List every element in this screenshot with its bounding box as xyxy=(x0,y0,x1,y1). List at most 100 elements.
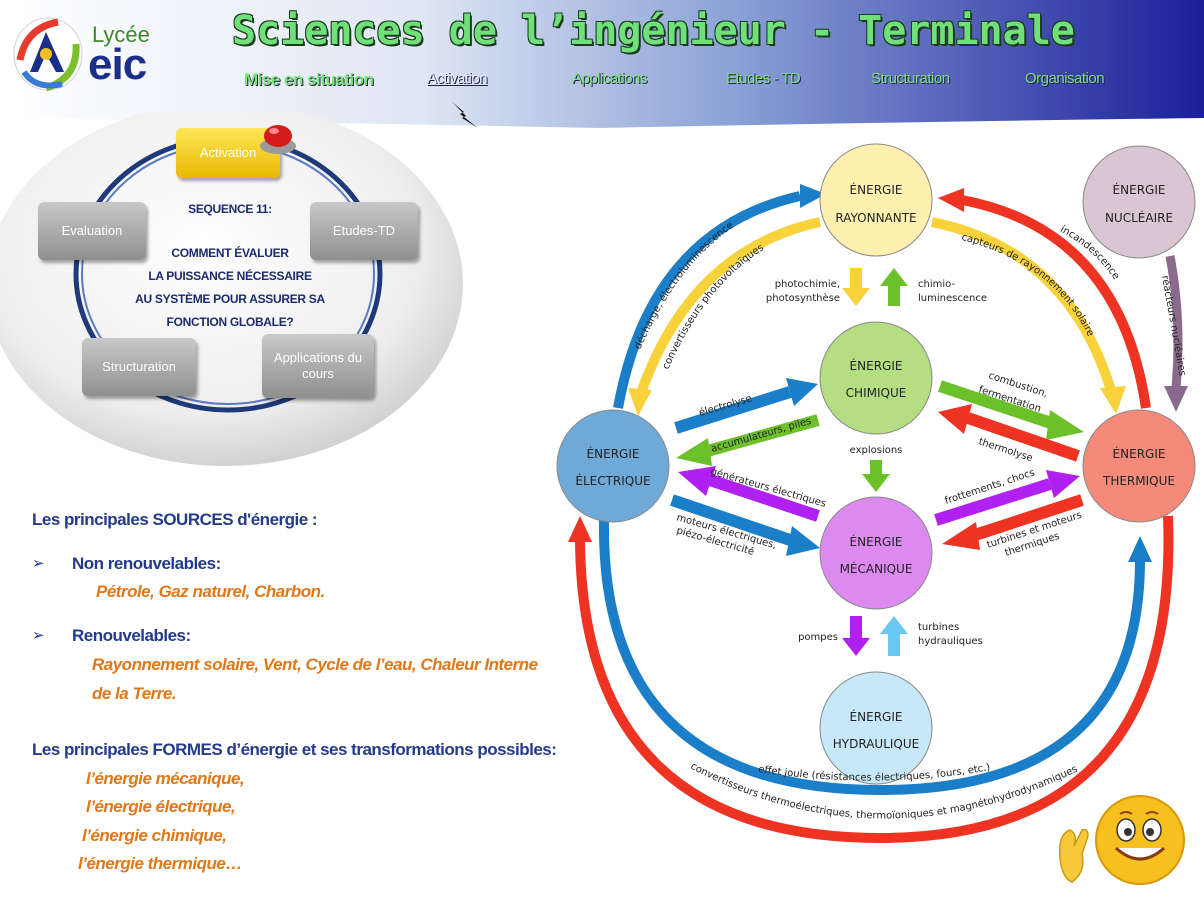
arrow-head xyxy=(938,404,972,434)
nav-activation[interactable]: Activation xyxy=(427,70,488,87)
arrow-head xyxy=(678,466,716,496)
node-electrique xyxy=(556,409,670,523)
arrow-head xyxy=(568,516,592,542)
arrow-head xyxy=(942,522,980,550)
question-line-3: AU SYSTÈME POUR ASSURER SA xyxy=(135,292,325,306)
arrow-frottements xyxy=(934,478,1052,526)
arrow-capteurs xyxy=(931,217,1117,396)
waving-smiley-icon xyxy=(1058,795,1185,885)
sources-heading: Les principales SOURCES d'énergie : xyxy=(32,510,318,529)
arrow-head xyxy=(1164,386,1188,412)
label-hydrauliques: hydrauliques xyxy=(918,636,983,647)
arrow-accumulateurs xyxy=(702,414,820,458)
forms-heading: Les principales FORMES d’énergie et ses … xyxy=(32,740,557,759)
form-item: l’énergie mécanique, xyxy=(86,769,245,788)
node-label: ÉNERGIE xyxy=(1113,446,1166,461)
question-line-1: COMMENT ÉVALUER xyxy=(171,246,289,260)
node-label: RAYONNANTE xyxy=(835,211,916,225)
arrow-head xyxy=(1046,410,1084,440)
label-pompes: pompes xyxy=(798,632,838,643)
arrow-generateurs xyxy=(708,474,820,522)
node-mecanique xyxy=(819,496,933,610)
node-label: ÉNERGIE xyxy=(850,709,903,724)
label-photochimie: photochimie, xyxy=(775,279,840,290)
arrow-head xyxy=(786,378,818,406)
logo-icon xyxy=(13,17,83,92)
label-luminescence: luminescence xyxy=(918,293,987,304)
red-button-icon xyxy=(260,125,296,154)
nav-organisation[interactable]: Organisation xyxy=(1025,70,1105,87)
cycle-item-evaluation[interactable]: Evaluation xyxy=(38,202,146,260)
arrow-head xyxy=(676,438,712,466)
arrow-head xyxy=(1128,536,1152,562)
arrow-incandescence xyxy=(961,195,1151,409)
node-thermique xyxy=(1082,409,1196,523)
node-label: THERMIQUE xyxy=(1102,474,1175,488)
label-photovoltaiques: convertisseurs photovoltaïques xyxy=(661,242,766,371)
arrow-thermoelectrique xyxy=(575,515,1174,844)
arrow-photovoltaique xyxy=(635,217,822,398)
label-chimio: chimio- xyxy=(918,279,955,290)
arrow-chimioluminescence xyxy=(880,268,908,306)
node-label: ÉNERGIE xyxy=(587,446,640,461)
renewable-items-line-2: de la Terre. xyxy=(92,684,177,703)
arrow-head xyxy=(628,388,652,416)
arrow-effet-joule xyxy=(598,519,1145,796)
arrow-head xyxy=(1100,386,1126,414)
non-renewable-label: Non renouvelables: xyxy=(72,554,221,573)
arrow-thermolyse xyxy=(966,412,1080,462)
arrow-head xyxy=(1046,470,1080,498)
arrow-bullet-icon: ➢ xyxy=(32,555,45,572)
sequence-cycle: Activation Etudes-TD Applications du cou… xyxy=(0,112,470,472)
header-background xyxy=(0,0,1204,128)
non-renewable-items: Pétrole, Gaz naturel, Charbon. xyxy=(96,582,325,601)
arrow-head xyxy=(938,188,964,212)
arrow-moteurs xyxy=(670,494,792,546)
arrow-reacteurs xyxy=(1165,255,1183,389)
cycle-item-applications[interactable]: Applications du cours xyxy=(262,334,374,398)
logo-eic-text: eic xyxy=(88,40,147,89)
nav-structuration[interactable]: Structuration xyxy=(871,70,950,87)
cycle-item-structuration[interactable]: Structuration xyxy=(82,338,196,396)
node-label: NUCLÉAIRE xyxy=(1105,210,1173,225)
label-explosions: explosions xyxy=(850,445,903,456)
node-label: ÉNERGIE xyxy=(1113,182,1166,197)
label-photosynthese: photosynthèse xyxy=(766,292,840,304)
sequence-label: SEQUENCE 11: xyxy=(188,202,272,216)
form-item: l’énergie électrique, xyxy=(86,797,236,816)
arrow-electrolyse xyxy=(674,386,792,434)
node-label: MÉCANIQUE xyxy=(840,561,913,576)
logo-lycee-text: Lycée xyxy=(92,22,150,47)
nav-etudes-td[interactable]: Etudes - TD xyxy=(726,70,801,87)
arrow-head xyxy=(786,526,820,556)
nav-mise-en-situation[interactable]: Mise en situation xyxy=(244,70,374,89)
node-label: ÉNERGIE xyxy=(850,534,903,549)
lightning-bolt-icon xyxy=(452,102,478,128)
question-line-4: FONCTION GLOBALE? xyxy=(166,315,294,329)
cycle-item-etudes-td[interactable]: Etudes-TD xyxy=(310,202,418,260)
renewable-label: Renouvelables: xyxy=(72,626,191,645)
label-turbines: turbines xyxy=(918,622,959,633)
nav-applications[interactable]: Applications xyxy=(572,70,647,87)
arrow-photochimie xyxy=(842,268,870,306)
arrow-decharge xyxy=(613,191,802,409)
node-chimique xyxy=(819,321,933,435)
question-line-2: LA PUISSANCE NÉCESSAIRE xyxy=(148,269,312,283)
form-item: l’énergie chimique, xyxy=(82,826,227,845)
node-rayonnante xyxy=(819,143,933,257)
energy-diagram: ÉNERGIE RAYONNANTE ÉNERGIE NUCLÉAIRE ÉNE… xyxy=(556,143,1196,844)
page-title: Sciences de l’ingénieur - Terminale xyxy=(232,8,1075,54)
cycle-item-activation[interactable]: Activation xyxy=(176,128,280,178)
form-item: l’énergie thermique… xyxy=(78,854,242,873)
node-label: CHIMIQUE xyxy=(846,386,907,400)
svg-text:convertisseurs photovoltaïques: convertisseurs photovoltaïques xyxy=(661,242,766,371)
arrow-turbines-hydrauliques xyxy=(880,616,908,656)
node-label: HYDRAULIQUE xyxy=(833,737,919,751)
arrow-pompes xyxy=(842,616,870,656)
arrow-turbines-moteurs xyxy=(970,494,1084,542)
arrow-explosions xyxy=(862,460,890,492)
node-label: ÉNERGIE xyxy=(850,182,903,197)
label-accumulateurs: accumulateurs, piles xyxy=(710,416,813,455)
arrow-combustion xyxy=(938,380,1056,430)
node-nucleaire xyxy=(1082,145,1196,259)
